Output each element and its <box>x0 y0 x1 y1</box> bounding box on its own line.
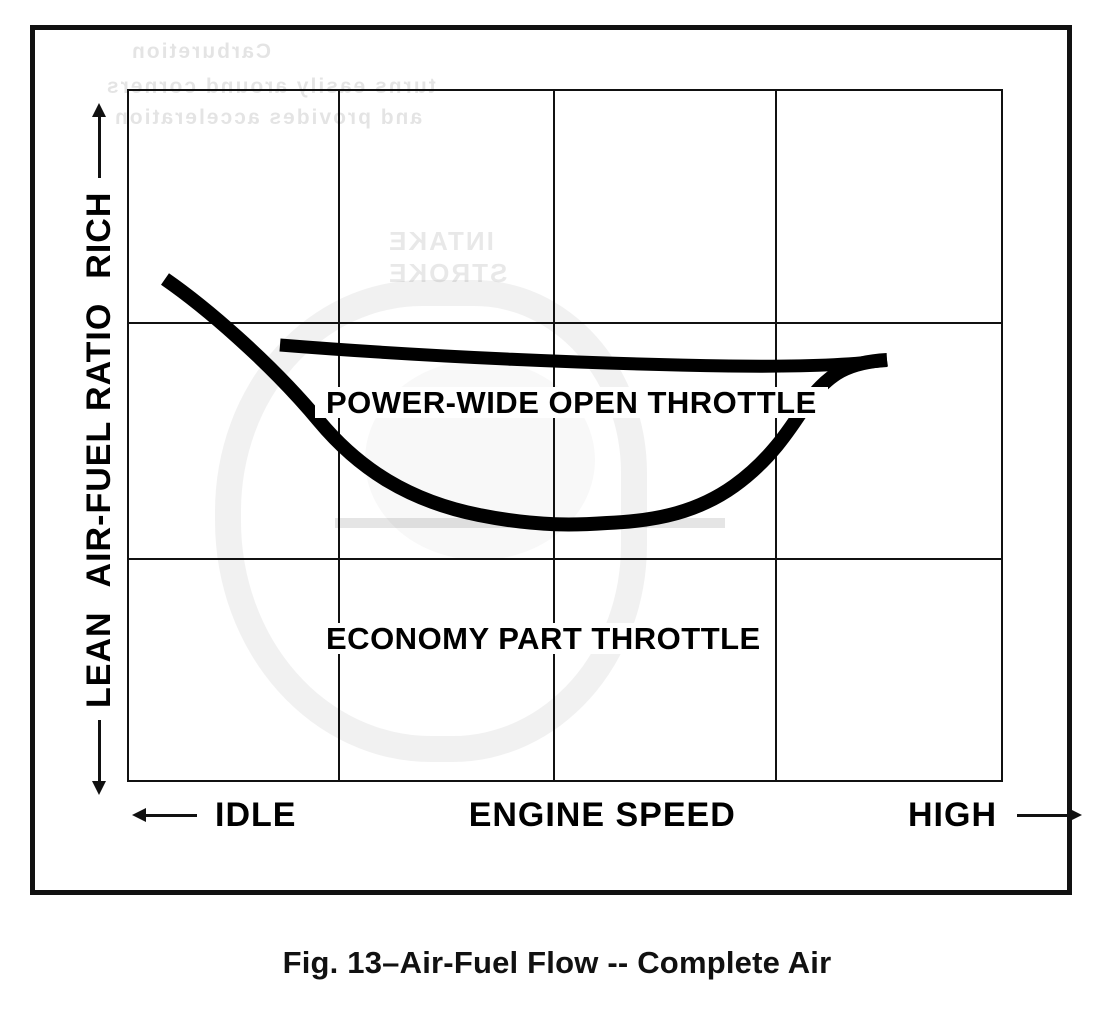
series-label-economy: ECONOMY PART THROTTLE <box>315 623 772 654</box>
x-axis-title: ENGINE SPEED <box>468 796 736 834</box>
y-axis-low-label: LEAN <box>80 611 118 708</box>
x-axis-low-label: IDLE <box>215 796 297 834</box>
arrow-up-icon <box>97 115 101 178</box>
arrow-down-icon <box>97 720 101 782</box>
gridline-horizontal <box>129 558 1001 560</box>
x-axis-high-group: HIGH <box>908 798 1087 832</box>
curve-power-wide-open-throttle <box>279 338 888 373</box>
figure-caption: Fig. 13–Air-Fuel Flow -- Complete Air <box>282 945 832 980</box>
y-axis-label-stack: LEAN AIR-FUEL RATIO RICH <box>75 89 123 782</box>
x-axis-title-group: ENGINE SPEED <box>296 798 908 832</box>
x-axis: IDLE ENGINE SPEED HIGH <box>127 790 1087 840</box>
curves-layer <box>161 273 888 532</box>
gridline-horizontal <box>129 322 1001 324</box>
arrow-left-icon <box>132 807 197 822</box>
bleedthrough-ghost-text: Carburetion <box>130 40 272 63</box>
x-axis-high-label: HIGH <box>908 796 997 834</box>
y-axis-title: AIR-FUEL RATIO <box>80 302 118 588</box>
x-axis-low-group: IDLE <box>127 798 296 832</box>
gridline-vertical <box>553 91 555 780</box>
plot-area: POWER-WIDE OPEN THROTTLE ECONOMY PART TH… <box>127 89 1003 782</box>
arrow-right-icon <box>1017 807 1082 822</box>
y-axis: LEAN AIR-FUEL RATIO RICH <box>75 89 123 782</box>
y-axis-high-label: RICH <box>80 191 118 279</box>
series-label-power: POWER-WIDE OPEN THROTTLE <box>315 387 828 418</box>
figure-frame: Carburetion turns easily around corners … <box>30 25 1082 895</box>
